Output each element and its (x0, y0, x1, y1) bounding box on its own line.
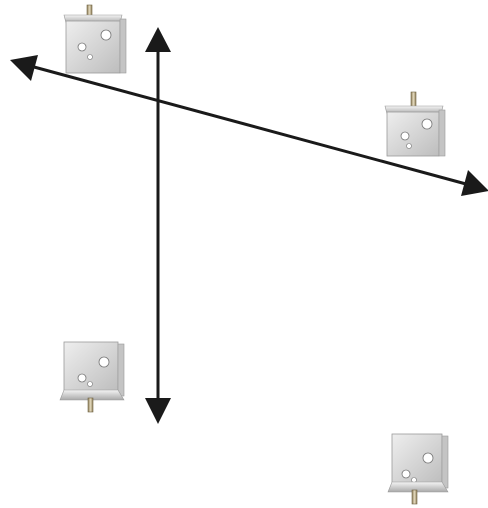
vertical-double-arrow (145, 27, 171, 424)
bracket-bolt (87, 397, 94, 413)
bracket-hole (77, 373, 87, 383)
bracket-flange (59, 389, 125, 401)
bracket-hole (421, 118, 433, 130)
arrow-head-up (145, 27, 171, 52)
bracket-hole (77, 42, 87, 52)
bracket-plate (386, 111, 440, 157)
bracket-hole (406, 143, 412, 149)
bracket-bolt (410, 91, 417, 109)
bracket-side (119, 18, 127, 74)
bracket-hole (98, 356, 110, 368)
bracket-flange (387, 481, 449, 493)
bracket-bolt (411, 489, 418, 505)
bracket-side (117, 343, 125, 397)
arrow-shaft (33, 65, 467, 186)
mounting-bracket-bottom-right (387, 433, 449, 505)
bracket-plate (65, 20, 121, 74)
bracket-hole (401, 469, 411, 479)
bracket-hole (400, 131, 410, 141)
arrow-head-left (10, 55, 38, 81)
bracket-plate (391, 433, 443, 485)
bracket-hole (422, 452, 434, 464)
mounting-bracket-bottom-left (59, 341, 125, 413)
mounting-bracket-top-left (63, 4, 127, 74)
bracket-hole (100, 29, 112, 41)
bracket-side (438, 109, 446, 157)
bracket-hole (87, 54, 93, 60)
horizontal-double-arrow (10, 55, 488, 196)
bracket-side (441, 435, 449, 489)
arrow-head-down (145, 398, 171, 424)
mounting-bracket-top-right (384, 91, 446, 157)
bracket-hole (87, 381, 93, 387)
arrow-head-right (461, 170, 488, 196)
